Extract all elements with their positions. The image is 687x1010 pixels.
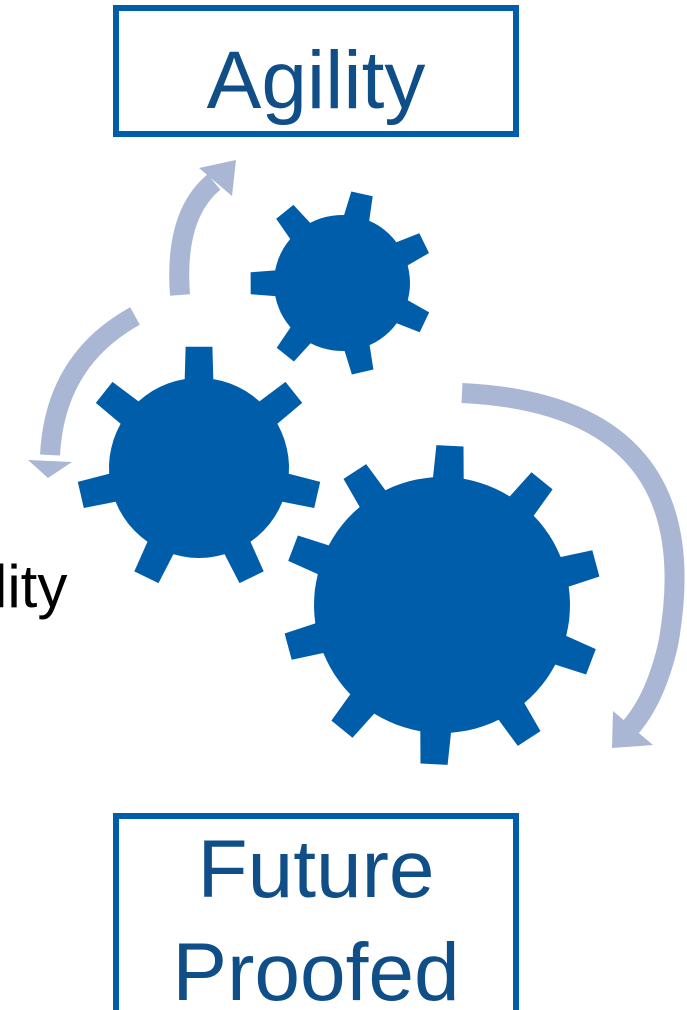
large-gear-icon <box>284 445 600 765</box>
future-proofed-box-frame <box>113 813 519 1010</box>
curved-arrow-icon-right <box>461 383 685 748</box>
agility-label: Agility <box>207 35 426 126</box>
small-gear-icon <box>250 191 430 375</box>
curved-arrow-icon-left <box>28 307 140 478</box>
agility-box: Agility <box>113 5 519 137</box>
agility-box-frame <box>113 5 519 137</box>
arrows-group <box>28 160 685 748</box>
side-label: lity <box>0 553 67 620</box>
gears-group <box>77 191 600 765</box>
future-label: Future <box>198 824 435 915</box>
medium-gear-icon <box>77 346 321 584</box>
proofed-label: Proofed <box>172 927 459 1010</box>
curved-arrow-icon-up <box>169 160 236 296</box>
future-proofed-box: Future Proofed <box>113 813 519 1010</box>
